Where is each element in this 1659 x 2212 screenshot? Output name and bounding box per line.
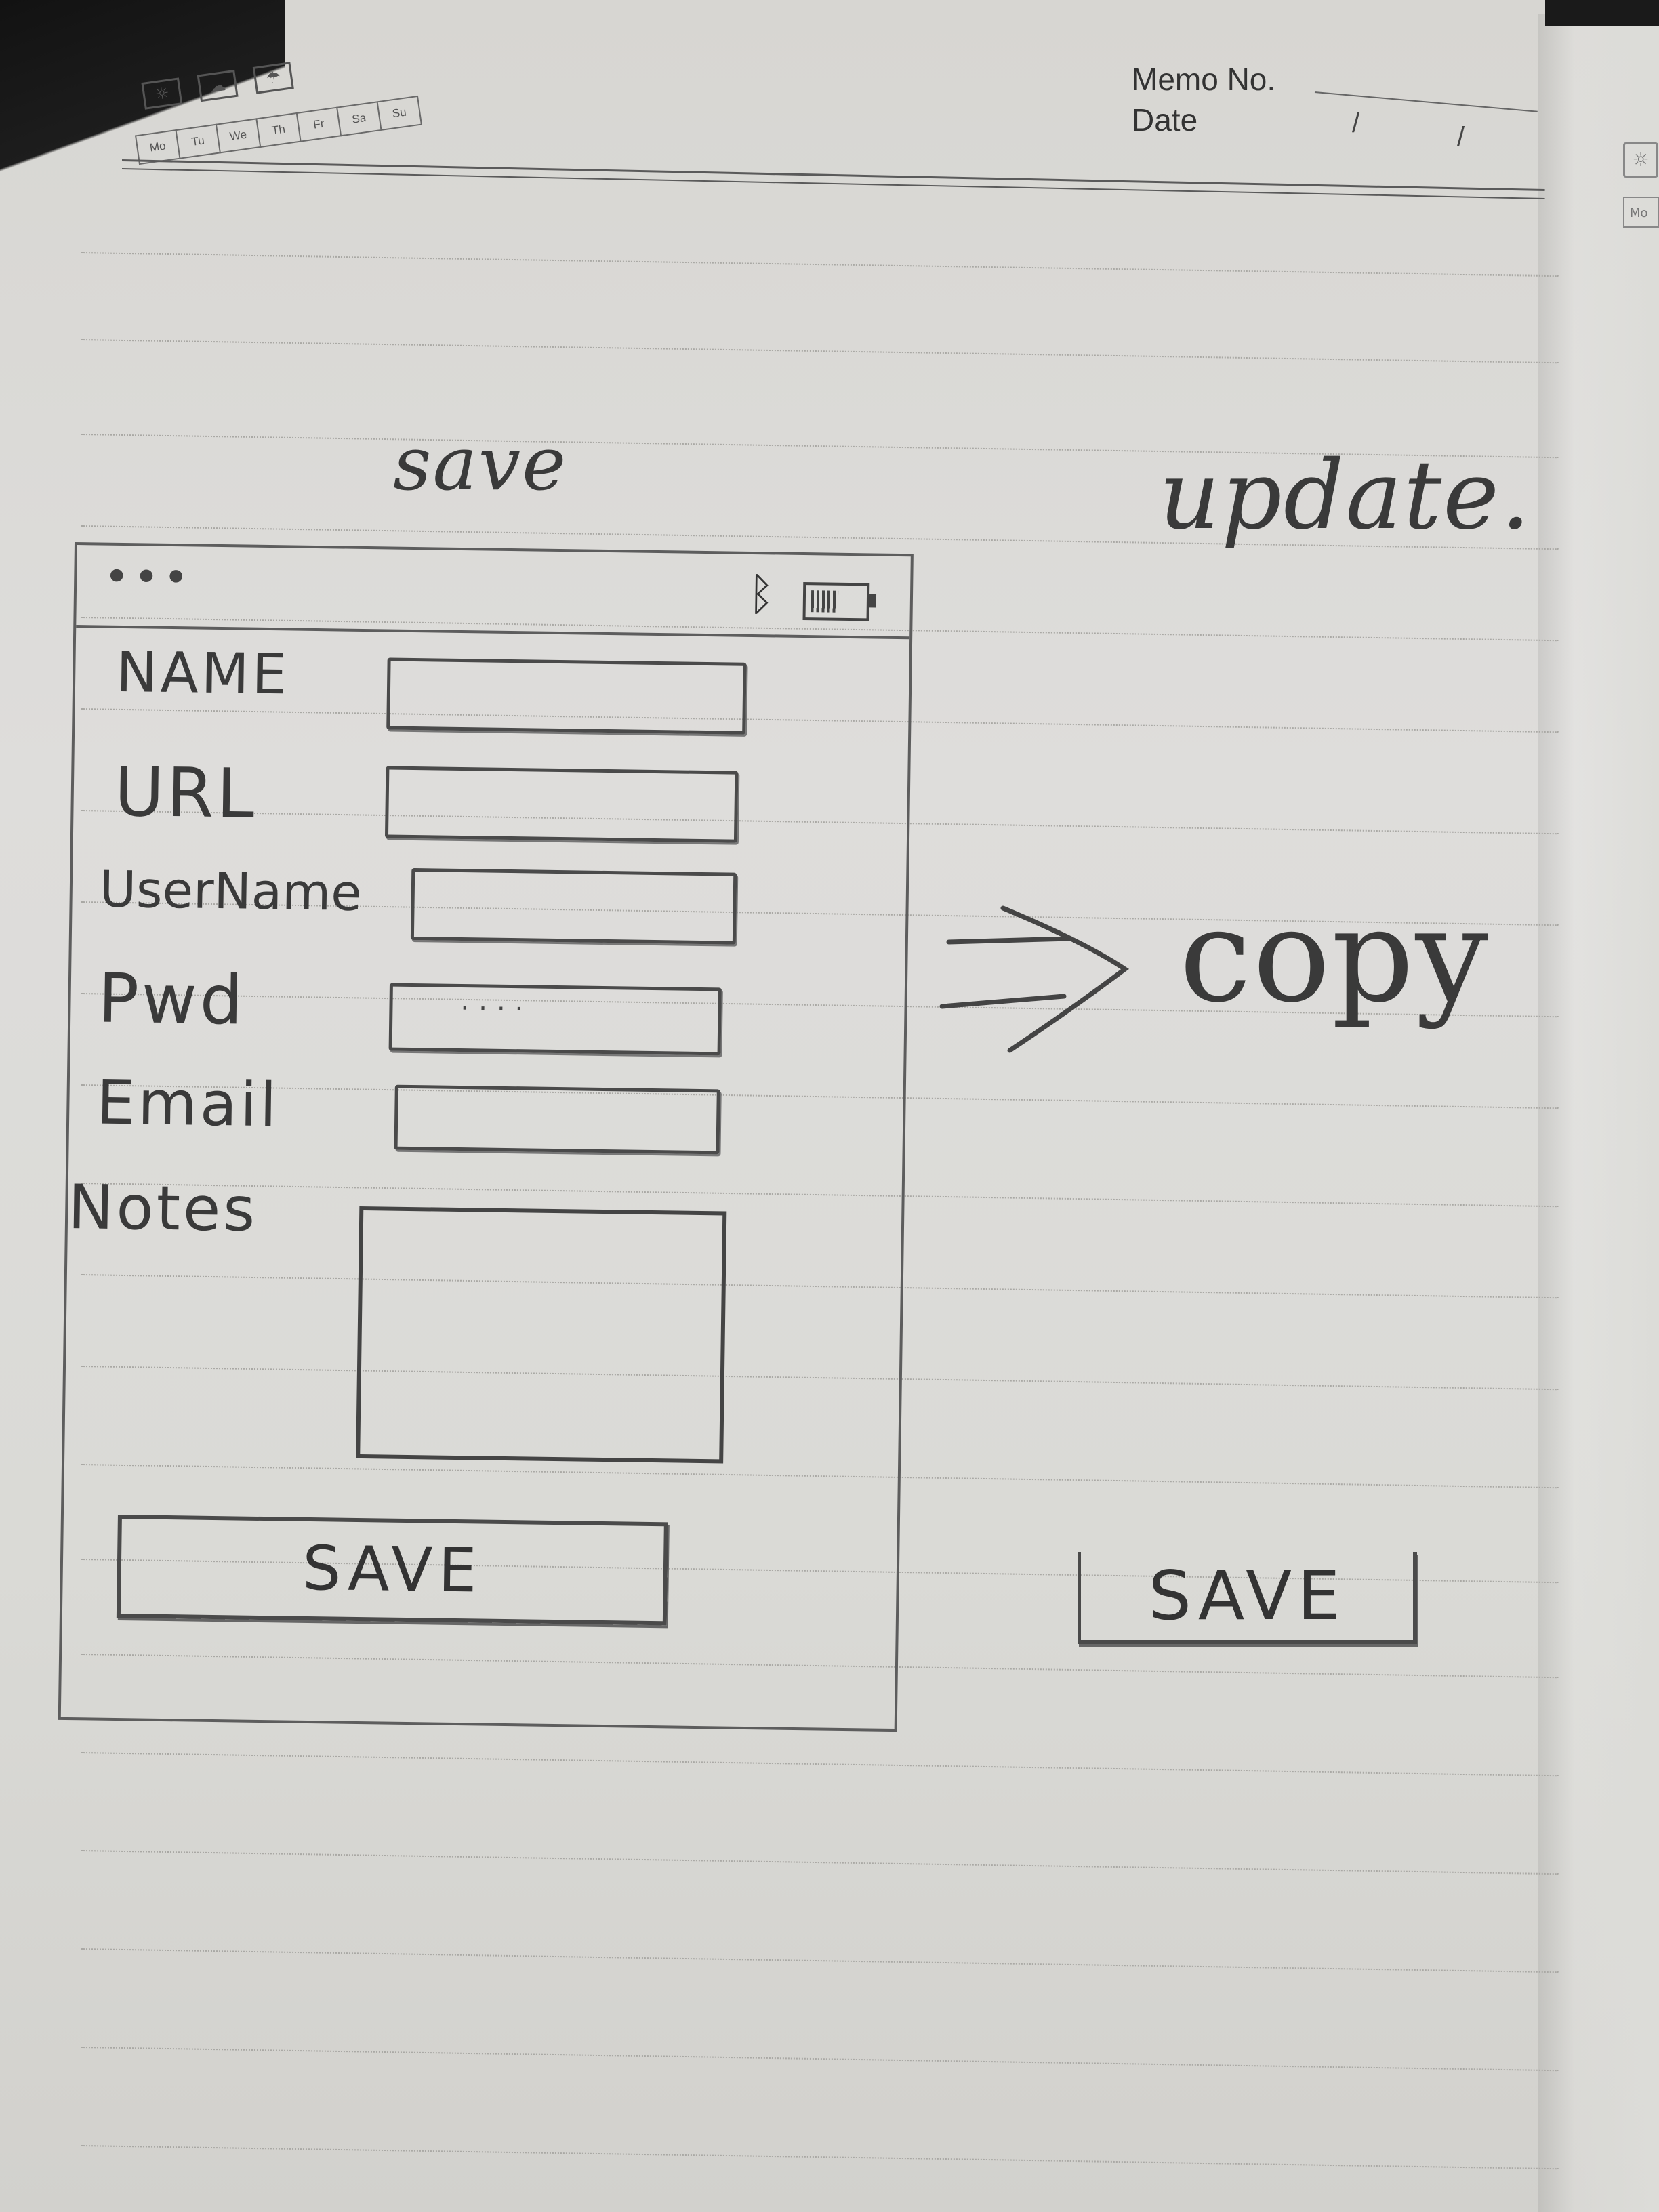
arrow-icon — [939, 905, 1130, 1053]
memo-number-label: Memo No. — [1132, 62, 1276, 97]
side-weekday: Mo — [1623, 197, 1659, 228]
save-button[interactable]: SAVE — [116, 1515, 668, 1626]
ruled-line — [81, 2047, 1559, 2073]
date-label: Date — [1132, 102, 1198, 138]
header-rule — [121, 168, 1545, 199]
date-separator: / — [1352, 108, 1360, 138]
password-input[interactable]: ···· — [388, 983, 722, 1056]
copy-annotation: copy — [1179, 881, 1490, 1031]
name-label: NAME — [115, 640, 290, 708]
url-input[interactable] — [384, 766, 739, 843]
ruled-line — [81, 2145, 1559, 2171]
rain-icon: ☂ — [252, 62, 294, 94]
battery-icon — [802, 582, 870, 621]
phone-wireframe: ••• ᛒ NAME URL UserName Pwd ···· Email — [58, 542, 914, 1732]
background-desk-right — [1545, 0, 1659, 26]
sun-icon: ☼ — [141, 77, 183, 110]
header-rule — [121, 159, 1545, 191]
bluetooth-icon: ᛒ — [747, 567, 775, 621]
cloud-icon: ☁ — [197, 69, 239, 102]
ruled-line — [81, 339, 1559, 365]
username-label: UserName — [99, 860, 363, 922]
save-heading: save — [393, 420, 568, 507]
ruled-line — [81, 1850, 1559, 1877]
notes-label: Notes — [67, 1171, 258, 1246]
weekday: Sa — [336, 101, 381, 137]
weekday: Th — [255, 112, 300, 148]
ruled-line — [81, 1752, 1559, 1778]
sun-icon: ☼ — [1623, 142, 1658, 178]
update-heading: update. — [1159, 441, 1532, 551]
username-input[interactable] — [410, 867, 737, 945]
email-input[interactable] — [394, 1084, 720, 1155]
weekday: We — [215, 118, 260, 154]
background-desk — [0, 0, 285, 203]
weekday: Tu — [175, 123, 220, 159]
ruled-line — [81, 1948, 1559, 1975]
weekday: Fr — [295, 106, 341, 142]
memo-number-line — [1314, 91, 1538, 112]
name-input[interactable] — [386, 657, 747, 735]
date-separator: / — [1457, 122, 1465, 152]
password-mask: ···· — [460, 993, 533, 1025]
status-bar: ••• ᛒ — [76, 545, 911, 640]
notes-textarea[interactable] — [356, 1206, 727, 1464]
ruled-line — [81, 252, 1559, 279]
url-label: URL — [114, 752, 258, 834]
password-label: Pwd — [97, 958, 246, 1040]
weekday: Su — [376, 95, 423, 131]
update-save-button[interactable]: SAVE — [1078, 1552, 1417, 1644]
signal-dots-icon: ••• — [103, 552, 194, 604]
next-page-edge — [1538, 14, 1659, 2212]
email-label: Email — [96, 1067, 280, 1141]
memo-header: Memo No. Date — [1132, 61, 1275, 142]
